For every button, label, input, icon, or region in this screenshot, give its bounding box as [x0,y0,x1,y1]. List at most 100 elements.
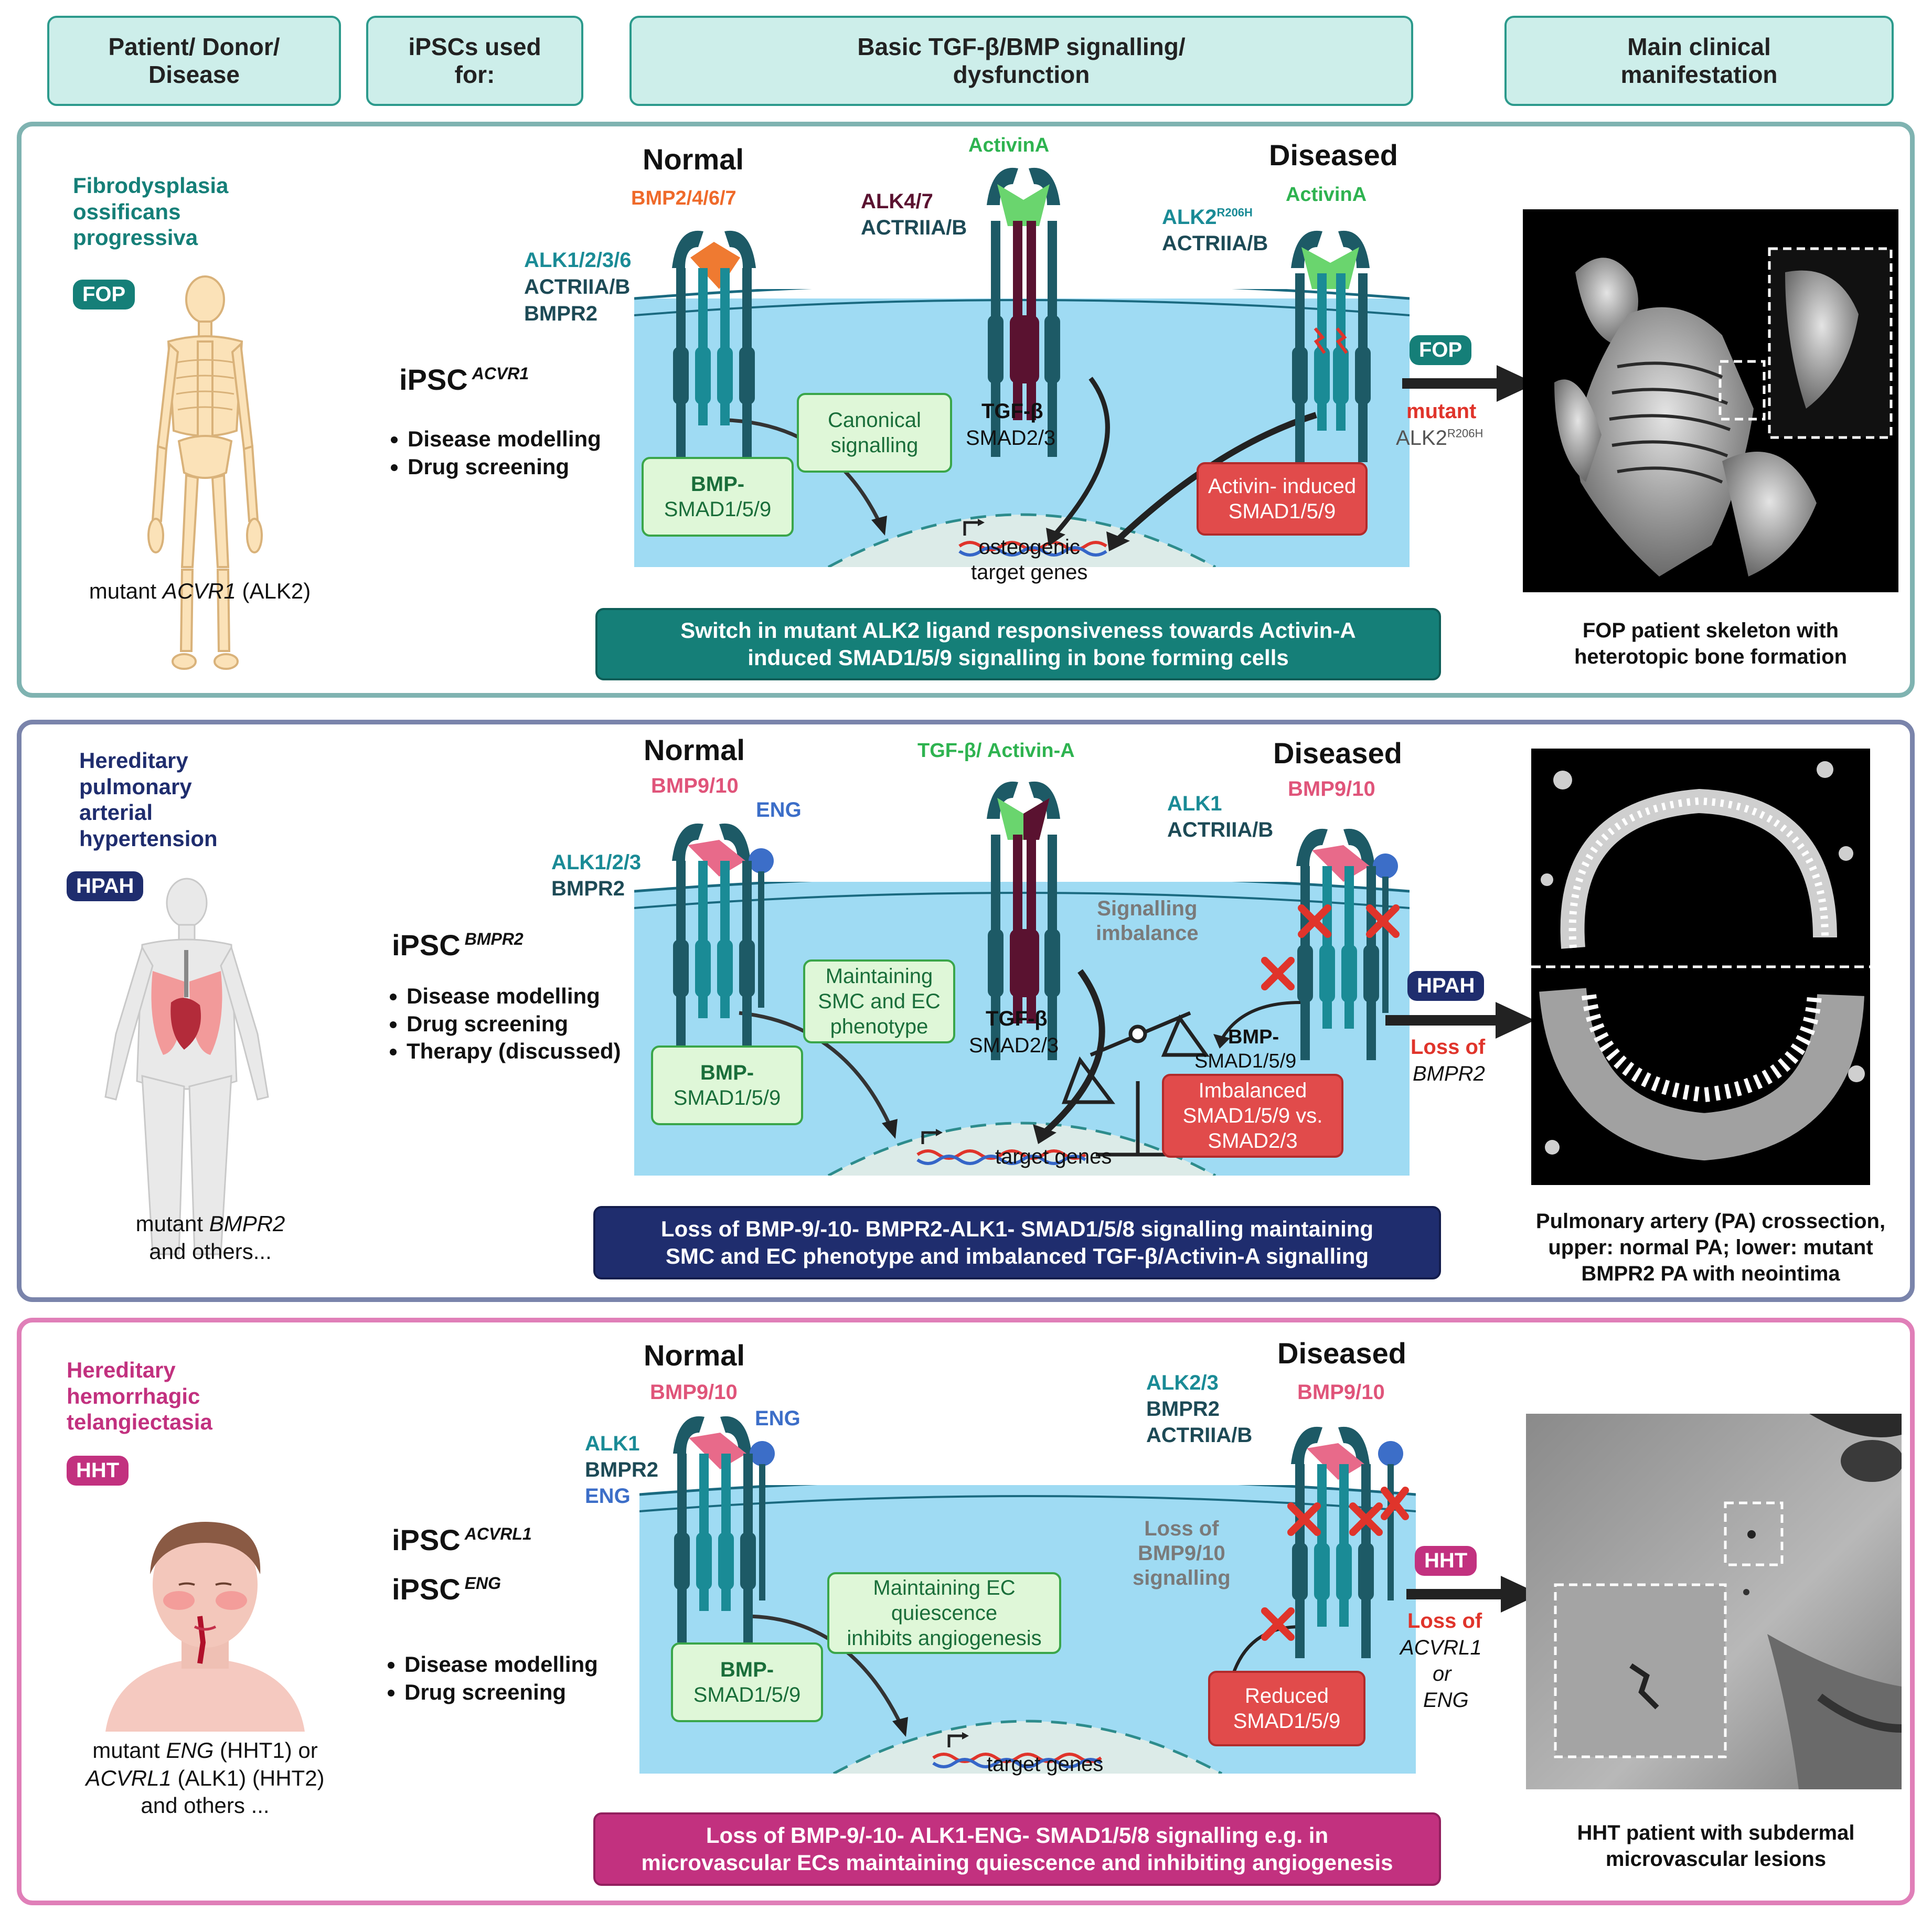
hht-reduced-box: Reduced SMAD1/5/9 [1208,1671,1365,1746]
hht-arrow-or-text: or [1433,1662,1451,1685]
hht-ipsc1-sup: ACVRL1 [464,1524,532,1544]
hpah-actriiab: ACTRIIA/B [1167,818,1274,841]
fop-normal-title: Normal [643,143,744,176]
hpah-tgfb-label: TGF-β [986,1007,1048,1030]
hpah-use-item: Drug screening [407,1010,621,1038]
hht-arrow-loss: Loss of [1407,1609,1482,1632]
fop-receptor-center [987,167,1060,457]
fop-bmp-smad-box: BMP-SMAD1/5/9 [642,457,794,537]
hpah-arrow-gene-text: BMPR2 [1413,1062,1485,1085]
hht-arrow-gene2-text: ENG [1423,1689,1469,1712]
fop-ipsc-sup: ACVR1 [472,364,529,383]
hpah-mutant-gene: BMPR2 [209,1211,285,1236]
hht-diseased-title: Diseased [1277,1337,1406,1370]
hht-mutant-gene2: ACVRL1 [86,1765,172,1790]
hpah-ipsc-label: iPSC [392,929,461,962]
fop-banner: Switch in mutant ALK2 ligand responsiven… [595,608,1441,680]
fop-bmp-label: BMP- [690,473,745,496]
hpah-imbalance: Signalling imbalance [1096,897,1199,945]
fop-ipsc-label: iPSC [399,363,468,396]
hpah-ipsc-sup: BMPR2 [464,930,524,949]
skeleton-figure [147,275,263,670]
hht-mutant-gene1: ENG [166,1738,214,1763]
hpah-arrow-tag: HPAH [1407,971,1485,1001]
hpah-arrow-loss: Loss of [1411,1036,1486,1059]
face-figure [105,1522,305,1732]
fop-tgfb-label: TGF-β [981,400,1043,423]
fop-mutant-text: mutant ACVR1 (ALK2) [74,578,326,605]
hpah-bmp-right-2: SMAD1/5/9 [1194,1050,1297,1072]
fop-ligand-normal: BMP2/4/6/7 [631,187,736,209]
hpah-disease-name: Hereditary pulmonary arterial hypertensi… [79,748,218,851]
fop-mutant-suffix: (ALK2) [236,579,311,603]
fop-tag: FOP [73,280,135,310]
hpah-tgfb-activin: TGF-β/ Activin-A [917,740,1075,762]
fop-skeleton-drawing [1554,247,1893,577]
hht-ligand-right: BMP9/10 [1297,1381,1385,1404]
hpah-bmp-smad-box: BMP-SMAD1/5/9 [651,1045,803,1125]
hht-eng: ENG [755,1407,800,1430]
fop-mutant-prefix: mutant [89,579,163,603]
hht-caption: HHT patient with subdermal microvascular… [1577,1821,1855,1871]
fop-use-item: Drug screening [408,453,601,481]
fop-arrow-tag: FOP [1410,335,1472,365]
hpah-arrow-gene: BMPR2 [1413,1061,1485,1086]
hpah-pa-drawing [1531,761,1870,1161]
hpah-target-genes: target genes [995,1145,1112,1168]
panel-fop: Fibrodysplasia ossificans progressiva FO… [17,122,1915,698]
fop-alk2-label: ALK2 [1162,206,1217,229]
hht-receptor-right-3: ACTRIIA/B [1146,1424,1253,1447]
fop-diseased-title: Diseased [1269,138,1398,172]
fop-actriiab-right: ACTRIIA/B [1162,232,1268,255]
hht-cross-icons [1261,1487,1409,1641]
fop-target-genes: osteogenic target genes [971,536,1088,584]
hht-smad-label: SMAD1/5/9 [693,1683,801,1706]
hht-ipsc2-sup: ENG [464,1574,501,1593]
fop-use-item: Disease modelling [408,425,601,453]
hht-arrow [1406,1576,1540,1613]
hht-uses-list: Disease modelling Drug screening [380,1651,598,1706]
fop-receptor-normal-3: BMPR2 [524,302,598,325]
hpah-bmp-right-1: BMP- [1228,1026,1279,1048]
hpah-receptor-diseased [1296,828,1398,1060]
hpah-receptor-normal-1: ALK1/2/3 [551,851,642,874]
hht-normal-title: Normal [644,1339,745,1372]
hht-arrow-gene1-text: ACVRL1 [1400,1636,1482,1659]
hht-receptor-normal [673,1416,775,1642]
fop-arrow-mutant: mutant [1406,400,1477,423]
fop-arrow-alk2: ALK2R206H [1396,425,1483,451]
hpah-mutant-suffix: and others... [149,1239,272,1264]
header-ipsc: iPSCs used for: [366,16,583,106]
hht-loss: Loss of BMP9/10 signalling [1133,1517,1231,1590]
hht-arrow-or: or [1433,1661,1451,1687]
hht-skin-image [1526,1414,1902,1789]
fop-uses-list: Disease modelling Drug screening [383,425,601,481]
fop-mutant-gene: ACVR1 [162,579,236,603]
hpah-cross-icons [1261,904,1400,990]
hht-use-item: Drug screening [404,1679,598,1706]
hpah-normal-title: Normal [644,733,745,766]
hht-target-genes: target genes [987,1753,1104,1776]
header-clinical: Main clinical manifestation [1504,16,1894,106]
hht-banner: Loss of BMP-9/-10- ALK1-ENG- SMAD1/5/8 s… [593,1812,1441,1886]
hht-mutant-others: and others ... [141,1793,270,1818]
hht-bmp-label: BMP- [720,1658,774,1681]
fop-disease-name: Fibrodysplasia ossificans progressiva [73,173,229,250]
fop-receptor-normal-1: ALK1/2/3/6 [524,249,632,272]
hht-ligand-normal: BMP9/10 [650,1381,738,1404]
fop-alk2: ALK2R206H [1162,205,1253,230]
fop-arrow-alk2-sup: R206H [1447,426,1483,440]
panel-hpah: Hereditary pulmonary arterial hypertensi… [17,720,1915,1302]
hht-arrow-gene1: ACVRL1 [1400,1635,1482,1660]
hht-skin-drawing [1526,1414,1902,1789]
hpah-ligand-normal: BMP9/10 [651,774,739,797]
hpah-uses-list: Disease modelling Drug screening Therapy… [382,983,621,1065]
hht-receptor-diseased [1291,1426,1403,1658]
hht-receptor-normal-3: ENG [585,1485,631,1508]
hht-arrow-tag: HHT [1415,1546,1477,1576]
panel-hht: Hereditary hemorrhagic telangiectasia HH… [17,1318,1915,1905]
hht-receptor-right-1: ALK2/3 [1146,1371,1219,1394]
fop-receptor-normal-2: ACTRIIA/B [524,275,631,298]
